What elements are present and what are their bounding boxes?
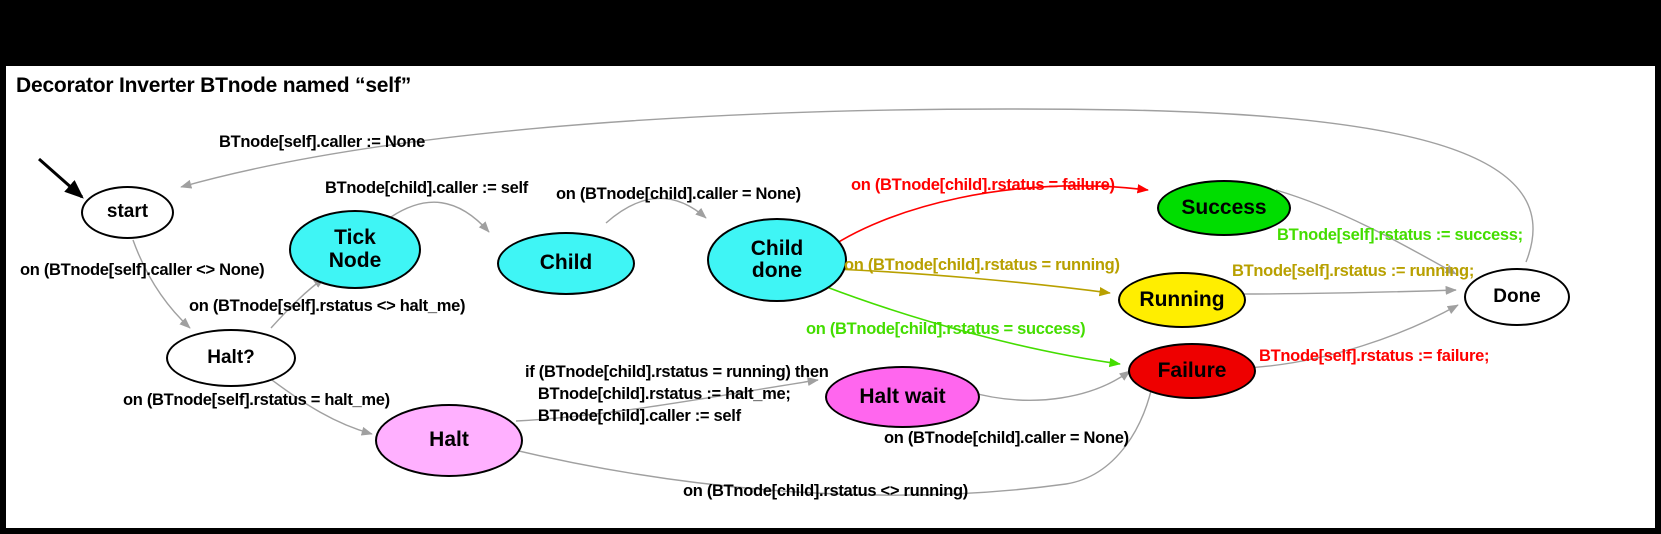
node-halt-wait[interactable]: Halt wait xyxy=(825,366,980,428)
diagram-canvas: Decorator Inverter BTnode named “self” xyxy=(6,66,1655,528)
edge-running-to-done xyxy=(1237,285,1457,295)
page-title: Decorator Inverter BTnode named “self” xyxy=(16,74,411,97)
edge-label-done-to-start: BTnode[self].caller := None xyxy=(219,133,425,151)
edge-label-success-to-done: BTnode[self].rstatus := success; xyxy=(1277,226,1523,244)
edge-halt-to-haltwait xyxy=(515,377,819,422)
edge-start-to-haltq xyxy=(132,239,191,329)
node-running-label: Running xyxy=(1139,287,1225,311)
edge-label-failure-to-done: BTnode[self].rstatus := failure; xyxy=(1259,347,1490,365)
node-failure[interactable]: Failure xyxy=(1128,343,1256,399)
edge-label-halt-to-haltwait: if (BTnode[child].rstatus = running) the… xyxy=(525,363,829,425)
node-halt[interactable]: Halt xyxy=(375,404,523,477)
edge-label-childdone-to-running: on (BTnode[child].rstatus = running) xyxy=(844,256,1120,274)
node-halt-question[interactable]: Halt? xyxy=(166,329,296,387)
node-success[interactable]: Success xyxy=(1157,180,1291,236)
edge-success-to-done xyxy=(1275,189,1457,275)
node-halt-label: Halt xyxy=(429,428,469,452)
node-running[interactable]: Running xyxy=(1118,272,1246,328)
edge-label-running-to-done: BTnode[self].rstatus := running; xyxy=(1232,262,1475,280)
node-done-label: Done xyxy=(1493,285,1541,307)
edge-label-haltq-to-halt: on (BTnode[self].rstatus = halt_me) xyxy=(123,391,390,409)
node-halt-question-label: Halt? xyxy=(207,346,255,368)
edge-ticknode-to-child xyxy=(390,201,490,233)
edge-done-to-start xyxy=(180,108,1534,263)
edge-childdone-to-failure xyxy=(823,285,1121,368)
edge-label-ticknode-to-child: BTnode[child].caller := self xyxy=(325,179,528,197)
edge-label-haltq-to-ticknode: on (BTnode[self].rstatus <> halt_me) xyxy=(189,297,466,315)
edge-child-to-childdone xyxy=(605,197,707,224)
edge-failure-to-done xyxy=(1243,304,1459,369)
node-child-done-label: Child done xyxy=(750,236,804,282)
node-success-label: Success xyxy=(1181,195,1267,219)
node-tick-node-label: Tick Node xyxy=(328,226,382,272)
edge-label-halt-to-failure: on (BTnode[child].rstatus <> running) xyxy=(683,482,968,500)
edge-label-childdone-to-success: on (BTnode[child].rstatus = failure) xyxy=(851,176,1115,194)
diagram-frame: Decorator Inverter BTnode named “self” xyxy=(3,63,1658,531)
edge-childdone-to-running xyxy=(833,268,1111,297)
edge-label-haltwait-to-failure: on (BTnode[child].caller = None) xyxy=(884,429,1129,447)
node-start[interactable]: start xyxy=(81,186,174,239)
edge-haltq-to-halt xyxy=(263,373,373,436)
edge-layer xyxy=(38,108,1534,496)
node-child-done[interactable]: Child done xyxy=(707,218,847,302)
edge-halt-to-failure xyxy=(505,375,1157,496)
node-halt-wait-label: Halt wait xyxy=(859,384,946,408)
node-tick-node[interactable]: Tick Node xyxy=(289,210,421,289)
edge-label-child-to-childdone: on (BTnode[child].caller = None) xyxy=(556,185,801,203)
node-child[interactable]: Child xyxy=(497,232,635,295)
edge-haltwait-to-failure xyxy=(965,370,1131,401)
edge-label-childdone-to-failure: on (BTnode[child].rstatus = success) xyxy=(806,320,1086,338)
top-black-band xyxy=(0,0,1661,63)
edge-entry-arrow xyxy=(38,157,84,199)
node-child-label: Child xyxy=(539,251,593,275)
node-done[interactable]: Done xyxy=(1464,268,1570,326)
edge-label-start-to-haltq: on (BTnode[self].caller <> None) xyxy=(20,261,265,279)
node-failure-label: Failure xyxy=(1157,358,1227,382)
node-start-label: start xyxy=(106,201,149,223)
edge-childdone-to-success xyxy=(821,184,1149,254)
